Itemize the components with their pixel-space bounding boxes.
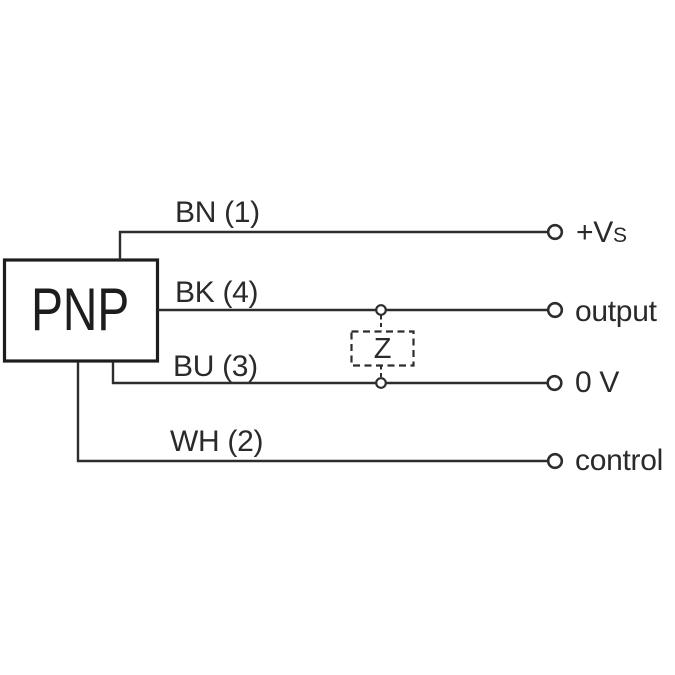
terminal-circle-control xyxy=(546,452,564,470)
wire-bu xyxy=(111,362,547,385)
terminal-circle-ground xyxy=(546,374,563,392)
device-box xyxy=(2,258,160,363)
node-circle-ground xyxy=(375,377,387,389)
wire-bn xyxy=(118,230,548,260)
terminal-label-supply-main: +V xyxy=(576,216,613,249)
terminal-label-control: control xyxy=(575,444,663,477)
wire-bk-label: BK (4) xyxy=(175,276,258,309)
terminal-label-ground: 0 V xyxy=(575,366,619,399)
node-circle-output xyxy=(375,304,387,316)
terminal-label-output: output xyxy=(575,295,658,328)
wire-wh-label: WH (2) xyxy=(170,425,263,458)
terminal-circle-output xyxy=(546,301,564,319)
wire-bn-label: BN (1) xyxy=(175,196,260,229)
load-label: Z xyxy=(374,333,391,365)
terminal-circle-supply xyxy=(546,223,564,241)
wire-bu-label: BU (3) xyxy=(173,350,258,383)
terminal-label-supply-sub: S xyxy=(613,224,627,247)
wire-wh xyxy=(76,362,548,463)
device-label: PNP xyxy=(31,276,129,343)
terminal-label-supply: +VS xyxy=(576,216,627,249)
load-box xyxy=(350,330,415,367)
